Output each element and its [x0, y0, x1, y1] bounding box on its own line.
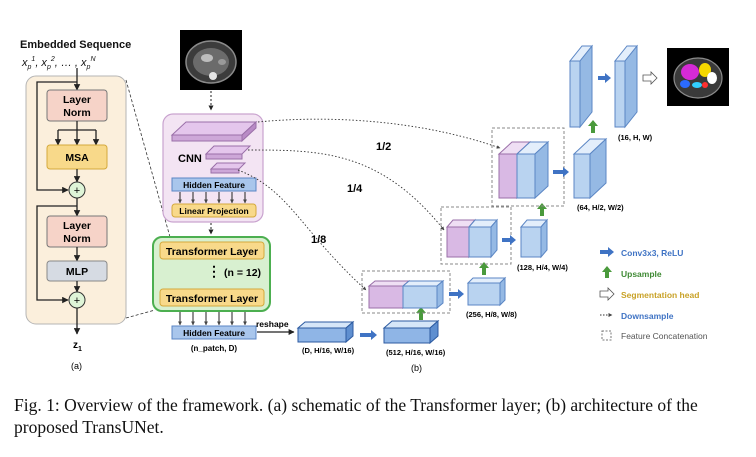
- legend-conv: Conv3x3, ReLU: [621, 248, 683, 258]
- segmentation-head-arrow: [642, 71, 658, 85]
- framework-figure: Embedded Sequence xp1, xp2, … , xpN Laye…: [20, 30, 729, 373]
- svg-text:Transformer Layer: Transformer Layer: [166, 293, 258, 305]
- conv-arrow-1: [360, 330, 377, 340]
- legend-upsample-arrow: [602, 266, 612, 278]
- transformer-repeat: (n = 12): [224, 267, 261, 279]
- svg-text:(512, H/16, W/16): (512, H/16, W/16): [386, 348, 446, 357]
- concat-cubes-h2: [497, 140, 550, 200]
- transformer-layer-2: [159, 288, 265, 307]
- svg-text:(16, H, W): (16, H, W): [618, 133, 653, 142]
- embedded-sequence-title: Embedded Sequence: [20, 39, 131, 51]
- legend-seg-head: Segmentation head: [621, 290, 699, 300]
- svg-text:MLP: MLP: [66, 266, 88, 278]
- feature-cube-128: [519, 218, 549, 259]
- cnn-label: CNN: [178, 153, 202, 165]
- reshape-label: reshape: [256, 319, 289, 329]
- reshaped-feature-cube: [296, 320, 355, 344]
- svg-text:(n_patch, D): (n_patch, D): [191, 344, 238, 353]
- legend-conv-arrow: [600, 247, 614, 257]
- upsample-arrow-2: [479, 262, 489, 275]
- segmentation-output-image: [667, 48, 729, 106]
- skip-label-1-4: 1/4: [347, 183, 363, 195]
- feature-cube-16-b: [613, 44, 639, 129]
- legend-seg-arrow: [599, 287, 615, 301]
- conv-arrow-3: [502, 235, 516, 245]
- hidden-feature-bottom: [171, 325, 257, 340]
- figure-caption: Fig. 1: Overview of the framework. (a) s…: [14, 395, 698, 437]
- panel-a-label: (a): [71, 361, 82, 371]
- svg-text:Hidden Feature: Hidden Feature: [183, 328, 245, 338]
- feature-cube-64: [572, 137, 608, 200]
- feature-cube-512: [382, 319, 440, 345]
- panel-a: Embedded Sequence xp1, xp2, … , xpN Laye…: [20, 39, 171, 371]
- svg-text:(D, H/16, W/16): (D, H/16, W/16): [302, 346, 355, 355]
- legend-downsample: Downsample: [621, 311, 674, 321]
- svg-text:Linear Projection: Linear Projection: [179, 206, 248, 216]
- svg-text:(128, H/4, W/4): (128, H/4, W/4): [517, 263, 568, 272]
- upsample-arrow-3: [537, 203, 547, 216]
- skip-label-1-8: 1/8: [311, 234, 326, 246]
- legend: Conv3x3, ReLU Upsample Segmentation head…: [599, 247, 708, 341]
- conv-arrow-4: [553, 167, 569, 177]
- panel-b: CNN Hidden Feature Linear Projection Tra…: [152, 30, 729, 373]
- concat-cubes-h4: [445, 218, 499, 259]
- input-sequence-math: xp1, xp2, … , xpN: [21, 56, 96, 71]
- svg-text:Norm: Norm: [63, 233, 90, 245]
- svg-text:Norm: Norm: [63, 107, 90, 119]
- upsample-arrow-1: [416, 307, 426, 320]
- svg-text:(64, H/2, W/2): (64, H/2, W/2): [577, 203, 624, 212]
- conv-arrow-5: [598, 73, 611, 83]
- upsample-arrow-4: [588, 120, 598, 133]
- svg-text:+: +: [74, 295, 80, 307]
- svg-text:(256, H/8, W/8): (256, H/8, W/8): [466, 310, 517, 319]
- panel-b-label: (b): [411, 363, 422, 373]
- svg-text:Layer: Layer: [63, 94, 91, 106]
- legend-concat: Feature Concatenation: [621, 331, 708, 341]
- concat-cubes-h8: [367, 279, 445, 310]
- legend-concat-box: [601, 330, 612, 341]
- cnn-feature-slabs: [170, 120, 258, 174]
- svg-text:+: +: [74, 185, 80, 197]
- ct-input-image: [180, 30, 242, 90]
- svg-text:Hidden Feature: Hidden Feature: [183, 180, 245, 190]
- legend-upsample: Upsample: [621, 269, 662, 279]
- concat-box-h4: [440, 206, 512, 265]
- hidden-feature-top: [171, 177, 257, 192]
- feature-cube-16-a: [568, 44, 594, 129]
- vertical-ellipsis: ⋮: [207, 263, 221, 279]
- svg-text:Transformer Layer: Transformer Layer: [166, 246, 258, 258]
- feature-cube-256: [466, 276, 507, 307]
- skip-label-1-2: 1/2: [376, 141, 391, 153]
- concat-box-h2: [491, 127, 565, 207]
- output-z1: z1: [73, 340, 82, 353]
- transformer-layer-1: [159, 241, 265, 260]
- svg-text:MSA: MSA: [65, 152, 89, 164]
- svg-text:Layer: Layer: [63, 220, 91, 232]
- conv-arrow-2: [449, 289, 464, 299]
- linear-projection: [171, 203, 257, 218]
